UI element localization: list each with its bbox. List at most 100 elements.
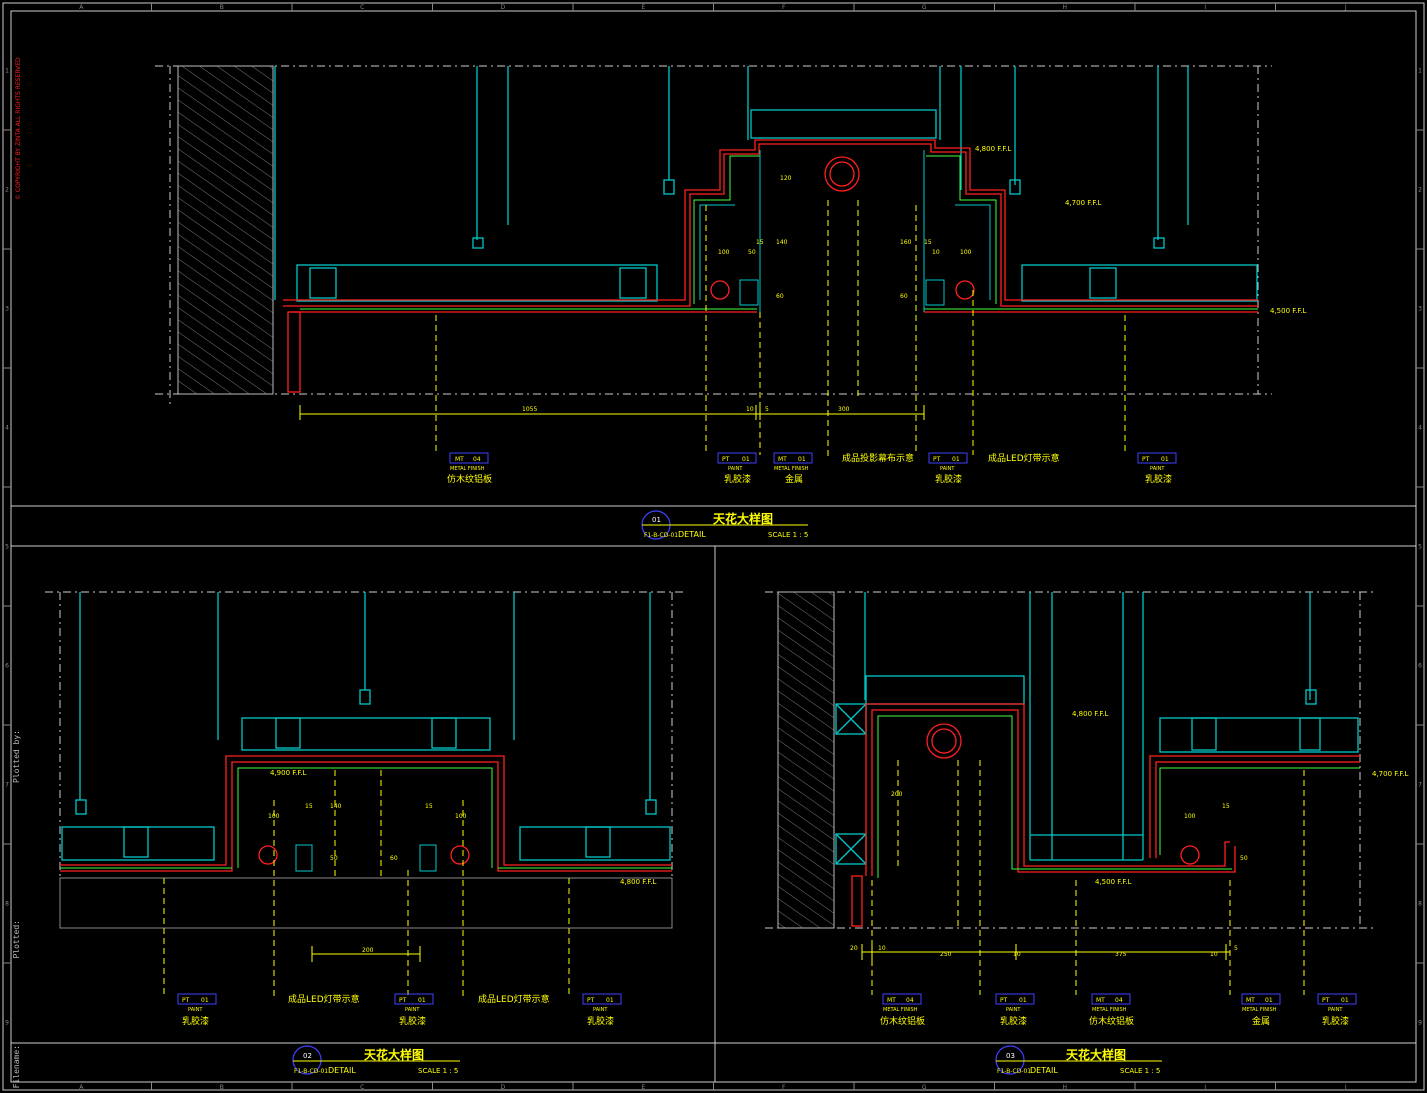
d1-dim-in-3: 15 — [756, 239, 764, 246]
svg-text:DETAIL: DETAIL — [678, 530, 706, 539]
d1-tag-1: MT 04 METAL FINISH 仿木纹铝板 — [447, 452, 492, 485]
sidebar-plotted-by: Plotted by: — [12, 730, 21, 783]
svg-text:SCALE 1 : 5: SCALE 1 : 5 — [418, 1067, 458, 1075]
grid-number-right: 7 — [1418, 782, 1422, 789]
svg-text:04: 04 — [1115, 997, 1123, 1004]
grid-number-right: 3 — [1418, 306, 1422, 313]
svg-text:乳胶漆: 乳胶漆 — [1145, 473, 1172, 485]
grid-number-left: 2 — [5, 187, 9, 194]
d2-level-2: 4,800 F.F.L — [620, 878, 657, 886]
svg-text:SCALE 1 : 5: SCALE 1 : 5 — [768, 531, 808, 539]
d1-level-2: 4,700 F.F.L — [1065, 199, 1102, 207]
grid-number-right: 2 — [1418, 187, 1422, 194]
svg-text:02: 02 — [303, 1052, 312, 1060]
d3-tag-5: PT 01 PAINT 乳胶漆 — [1317, 993, 1357, 1027]
d3-dim-5: 375 — [1115, 951, 1127, 958]
grid-letter-bottom: F — [782, 1084, 786, 1091]
svg-text:乳胶漆: 乳胶漆 — [1000, 1015, 1027, 1027]
svg-text:MT: MT — [1246, 997, 1255, 1004]
d1-dim-3: 5 — [765, 406, 769, 413]
grid-letter-top: I — [1204, 4, 1206, 11]
d2-title-block: 02 F1-B-CD-01 天花大样图 DETAIL SCALE 1 : 5 — [292, 1045, 460, 1075]
svg-text:PAINT: PAINT — [1006, 1007, 1021, 1013]
grid-letter-top: H — [1062, 4, 1067, 11]
d2-tag-2: PT 01 PAINT 乳胶漆 — [394, 993, 434, 1027]
d3-level-3: 4,500 F.F.L — [1095, 878, 1132, 886]
d1-dim-in-7: 15 — [924, 239, 932, 246]
grid-ticks — [3, 3, 1424, 1090]
d3-level-2: 4,700 F.F.L — [1372, 770, 1409, 778]
d2-level-1: 4,900 F.F.L — [270, 769, 307, 777]
d1-dim-in-6: 160 — [900, 239, 912, 246]
d2-tag-3: PT 01 PAINT 乳胶漆 — [582, 993, 622, 1027]
grid-letter-bottom: I — [1204, 1084, 1206, 1091]
grid-letter-bottom: G — [922, 1084, 927, 1091]
svg-text:F1-B-CD-01: F1-B-CD-01 — [997, 1068, 1031, 1075]
svg-text:01: 01 — [1161, 456, 1169, 463]
svg-text:金属: 金属 — [1252, 1015, 1270, 1027]
svg-text:04: 04 — [906, 997, 914, 1004]
grid-letter-top: D — [500, 4, 505, 11]
svg-text:PT: PT — [722, 456, 730, 463]
grid-letter-top: J — [1344, 4, 1347, 11]
svg-text:03: 03 — [1006, 1052, 1015, 1060]
d3-dim-10: 15 — [1222, 803, 1230, 810]
grid-number-left: 1 — [5, 68, 9, 75]
svg-text:F1-B-CD-01: F1-B-CD-01 — [644, 532, 678, 539]
d1-level-1: 4,800 F.F.L — [975, 145, 1012, 153]
sidebar-plotted: Plotted: — [12, 920, 21, 959]
d1-dim-in-1: 100 — [718, 249, 730, 256]
d1-dim-4: 300 — [838, 406, 850, 413]
svg-text:04: 04 — [473, 456, 481, 463]
d3-dim-4: 10 — [1013, 951, 1021, 958]
grid-letter-top: F — [782, 4, 786, 11]
svg-text:F1-B-CD-01: F1-B-CD-01 — [294, 1068, 328, 1075]
svg-text:01: 01 — [201, 997, 209, 1004]
grid-number-left: 5 — [5, 544, 9, 551]
svg-text:仿木纹铝板: 仿木纹铝板 — [880, 1015, 925, 1027]
d2-tag-1: PT 01 PAINT 乳胶漆 — [177, 993, 217, 1027]
grid-letter-top: G — [922, 4, 927, 11]
d2-dim-6: 100 — [455, 813, 467, 820]
d3-dim-2: 10 — [878, 945, 886, 952]
d2-dim-2: 15 — [305, 803, 313, 810]
svg-text:METAL FINISH: METAL FINISH — [774, 466, 809, 472]
grid-letter-top: C — [360, 4, 364, 11]
grid-number-left: 3 — [5, 306, 9, 313]
d3-tag-2: PT 01 PAINT 乳胶漆 — [995, 993, 1035, 1027]
svg-text:PAINT: PAINT — [593, 1007, 608, 1013]
svg-text:MT: MT — [887, 997, 896, 1004]
svg-text:天花大样图: 天花大样图 — [713, 511, 773, 526]
svg-text:01: 01 — [606, 997, 614, 1004]
svg-text:PAINT: PAINT — [1150, 466, 1165, 472]
grid-letter-top: E — [641, 4, 645, 11]
svg-text:MT: MT — [1096, 997, 1105, 1004]
svg-text:乳胶漆: 乳胶漆 — [399, 1015, 426, 1027]
svg-text:SCALE 1 : 5: SCALE 1 : 5 — [1120, 1067, 1160, 1075]
d3-dim-3: 250 — [940, 951, 952, 958]
svg-text:METAL FINISH: METAL FINISH — [1092, 1007, 1127, 1013]
svg-text:PT: PT — [933, 456, 941, 463]
svg-text:PT: PT — [1000, 997, 1008, 1004]
d3-tag-4: MT 01 METAL FINISH 金属 — [1241, 993, 1281, 1027]
d1-tag-2: PT 01 PAINT 乳胶漆 — [717, 452, 757, 485]
d2-dim-7: 60 — [390, 855, 398, 862]
svg-text:MT: MT — [778, 456, 787, 463]
svg-text:01: 01 — [1341, 997, 1349, 1004]
d1-level-3: 4,500 F.F.L — [1270, 307, 1307, 315]
svg-text:PAINT: PAINT — [188, 1007, 203, 1013]
svg-text:01: 01 — [652, 516, 661, 524]
grid-number-right: 8 — [1418, 901, 1422, 908]
d3-dim-11: 50 — [1240, 855, 1248, 862]
d1-dim-in-8: 10 — [932, 249, 940, 256]
svg-text:PT: PT — [587, 997, 595, 1004]
grid-number-right: 6 — [1418, 663, 1422, 670]
d2-note-2: 成品LED灯带示意 — [478, 993, 550, 1005]
svg-text:仿木纹铝板: 仿木纹铝板 — [447, 473, 492, 485]
svg-text:DETAIL: DETAIL — [328, 1066, 356, 1075]
svg-text:PT: PT — [1322, 997, 1330, 1004]
grid-letter-bottom: B — [220, 1084, 224, 1091]
grid-number-right: 4 — [1418, 425, 1422, 432]
